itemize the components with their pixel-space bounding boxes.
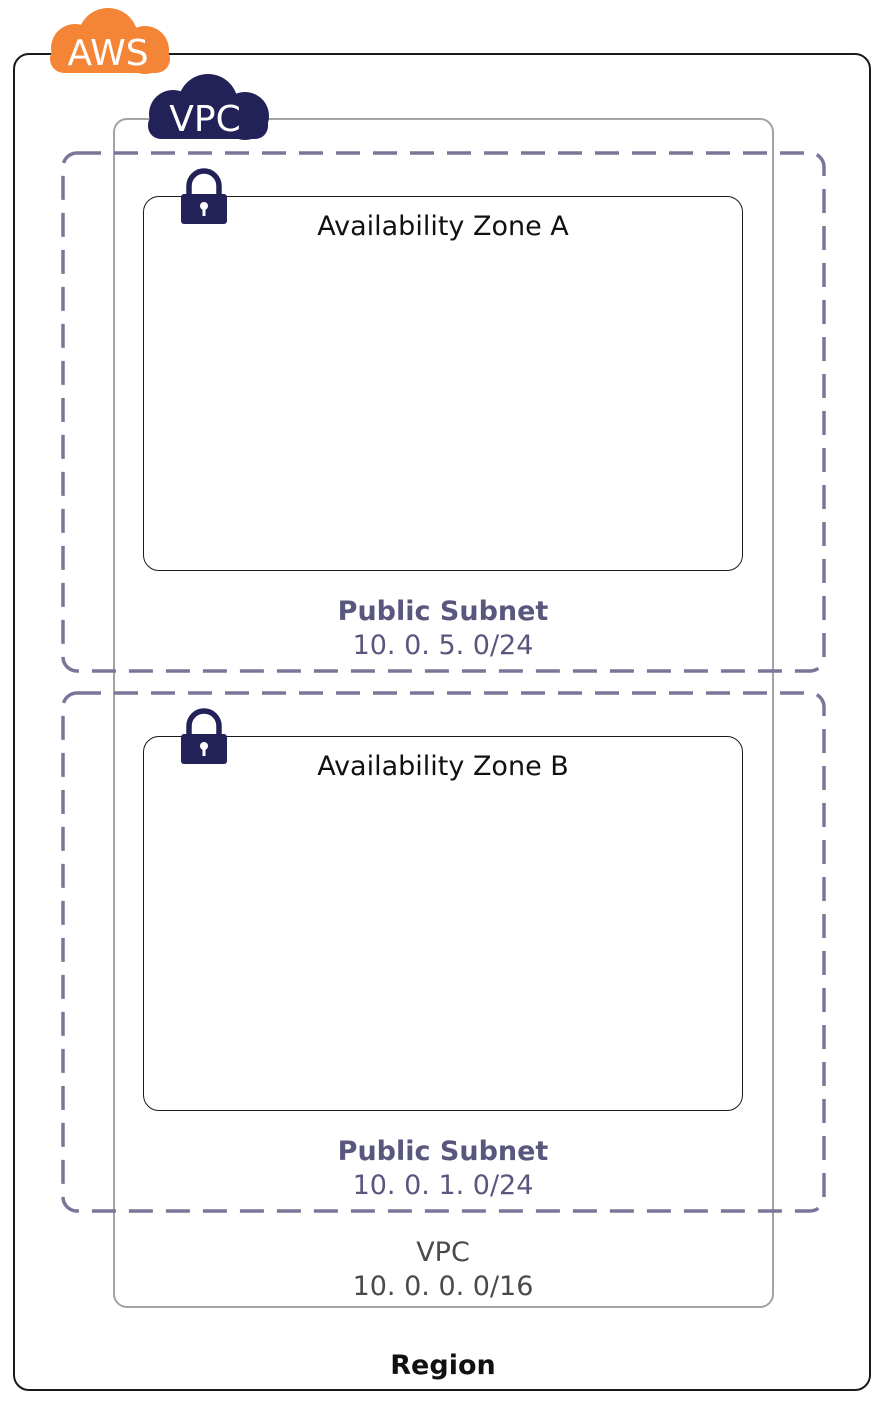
public-subnet-a-cidr: 10. 0. 5. 0/24 bbox=[352, 630, 534, 661]
region-label: Region bbox=[390, 1350, 496, 1381]
lock-icon bbox=[181, 168, 227, 224]
vpc-name: VPC bbox=[416, 1237, 470, 1268]
public-subnet-b-boundary bbox=[61, 691, 826, 1213]
lock-icon bbox=[181, 708, 227, 764]
availability-zone-a-title: Availability Zone A bbox=[317, 211, 569, 242]
vpc-badge-label: VPC bbox=[169, 99, 240, 140]
public-subnet-a-boundary bbox=[61, 151, 826, 673]
public-subnet-b-cidr: 10. 0. 1. 0/24 bbox=[352, 1170, 534, 1201]
availability-zone-b: Availability Zone B bbox=[143, 736, 743, 1111]
aws-cloud-icon: AWS bbox=[50, 8, 170, 74]
vpc-container bbox=[113, 118, 774, 1308]
aws-label: AWS bbox=[67, 33, 148, 74]
region-container bbox=[13, 53, 871, 1391]
availability-zone-b-title: Availability Zone B bbox=[317, 751, 569, 782]
public-subnet-b-name: Public Subnet bbox=[337, 1136, 549, 1167]
vpc-cloud-icon: VPC bbox=[148, 74, 269, 140]
availability-zone-a: Availability Zone A bbox=[143, 196, 743, 571]
public-subnet-a-name: Public Subnet bbox=[337, 596, 549, 627]
vpc-cidr: 10. 0. 0. 0/16 bbox=[352, 1271, 534, 1302]
